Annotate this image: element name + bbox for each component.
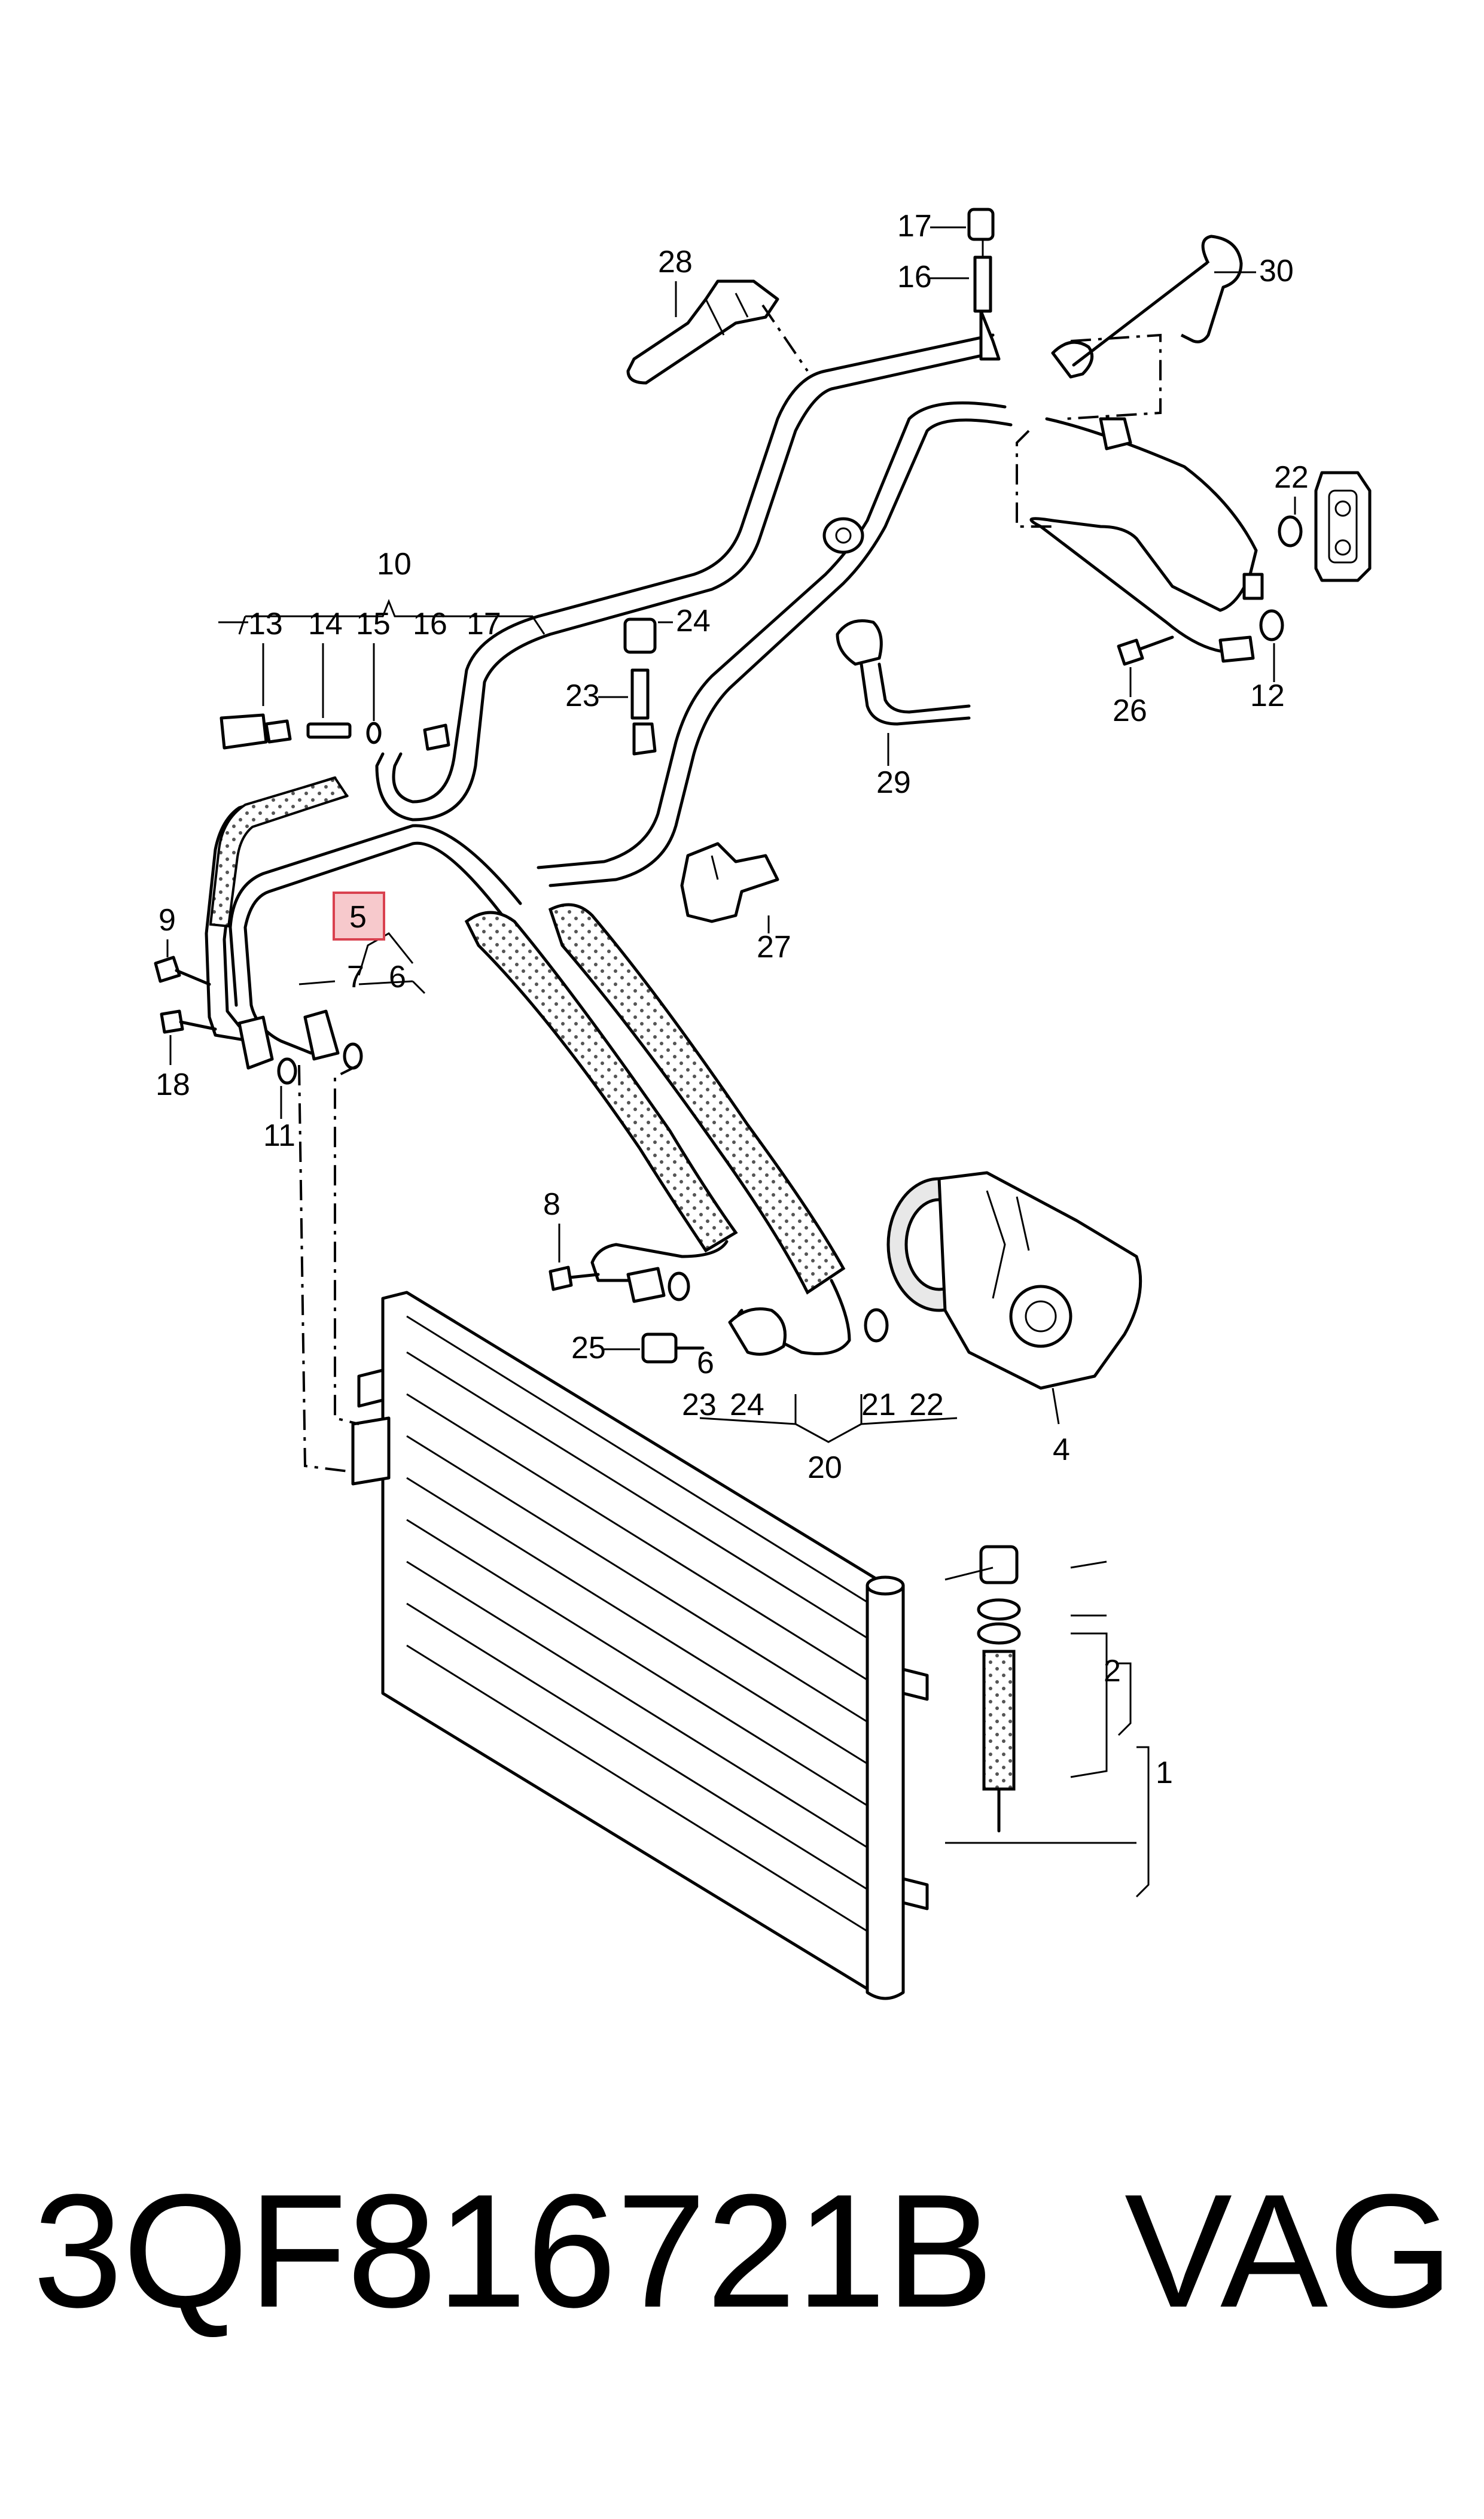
callout-4: 4 xyxy=(1053,1432,1070,1467)
o-ring-15 xyxy=(366,722,382,744)
clip-28 xyxy=(626,279,779,385)
middle-fitting xyxy=(822,517,864,554)
leader-6 xyxy=(334,1064,359,1425)
bolt-25 xyxy=(641,1332,705,1364)
callout-24-compressor: 24 xyxy=(730,1388,764,1422)
callout-10: 10 xyxy=(377,547,412,582)
callout-6-compressor: 6 xyxy=(697,1346,714,1380)
brand-caption: VAG xyxy=(1125,2161,1453,2341)
callout-leaders xyxy=(218,598,1150,1898)
callout-11: 11 xyxy=(263,1118,295,1153)
callout-2: 2 xyxy=(1104,1654,1121,1689)
left-fittings xyxy=(154,956,363,1085)
callout-8: 8 xyxy=(543,1187,560,1222)
valve-14 xyxy=(306,722,352,739)
callout-5: 5 xyxy=(349,900,367,935)
callout-6-left: 6 xyxy=(389,960,406,994)
callout-20: 20 xyxy=(807,1450,842,1485)
connector-16-17 xyxy=(423,723,450,751)
service-valve-23-24 xyxy=(623,617,657,756)
callout-7: 7 xyxy=(347,960,364,994)
bracket-27 xyxy=(680,842,779,923)
callout-13: 13 xyxy=(248,607,283,641)
callout-5-highlight-box xyxy=(333,892,385,941)
callout-9: 9 xyxy=(159,903,176,938)
callout-1: 1 xyxy=(1156,1756,1173,1790)
callout-17-top: 17 xyxy=(897,209,932,244)
callout-30: 30 xyxy=(1259,254,1294,288)
bolt-8 xyxy=(548,1265,600,1291)
callout-18: 18 xyxy=(156,1067,190,1102)
flange-22-12 xyxy=(1218,471,1372,663)
callout-21: 21 xyxy=(861,1388,896,1422)
dryer-2 xyxy=(977,1545,1021,1833)
callout-14: 14 xyxy=(308,607,343,641)
callout-12: 12 xyxy=(1250,679,1285,713)
leader-30-group xyxy=(1064,333,1162,420)
callout-22-flange: 22 xyxy=(1274,460,1309,495)
callout-26: 26 xyxy=(1113,693,1147,728)
upper-pressure-line xyxy=(375,333,995,822)
callout-23-valve: 23 xyxy=(565,679,600,713)
callout-16-top: 16 xyxy=(897,260,932,294)
bracket-30 xyxy=(1051,235,1243,379)
callout-27: 27 xyxy=(757,930,791,965)
callout-29: 29 xyxy=(876,765,911,800)
service-valve-16-17-top xyxy=(967,208,1001,361)
bolt-26 xyxy=(1117,635,1174,666)
part-number-caption: 3QF816721B xyxy=(33,2161,994,2341)
leader-28 xyxy=(761,304,809,372)
leader-11 xyxy=(298,1064,354,1473)
callout-25: 25 xyxy=(571,1331,606,1365)
left-line xyxy=(205,776,349,1043)
hoses-to-compressor xyxy=(464,903,851,1356)
callout-16-group: 16 xyxy=(413,607,447,641)
condenser-1 xyxy=(351,1291,929,2000)
suction-line-rear xyxy=(537,401,1258,887)
callout-28: 28 xyxy=(658,245,693,279)
callout-17-group: 17 xyxy=(467,607,501,641)
callout-arrows xyxy=(166,226,1296,1350)
callout-24-valve: 24 xyxy=(676,604,711,638)
callout-23-compressor: 23 xyxy=(682,1388,717,1422)
callout-22-compressor: 22 xyxy=(909,1388,944,1422)
pressure-switch-13 xyxy=(220,713,292,750)
callout-15: 15 xyxy=(356,607,391,641)
o-ring-21 xyxy=(864,1308,889,1343)
bracket-29 xyxy=(836,619,971,726)
compressor-4 xyxy=(886,1171,1142,1390)
o-ring-6 xyxy=(668,1271,690,1301)
